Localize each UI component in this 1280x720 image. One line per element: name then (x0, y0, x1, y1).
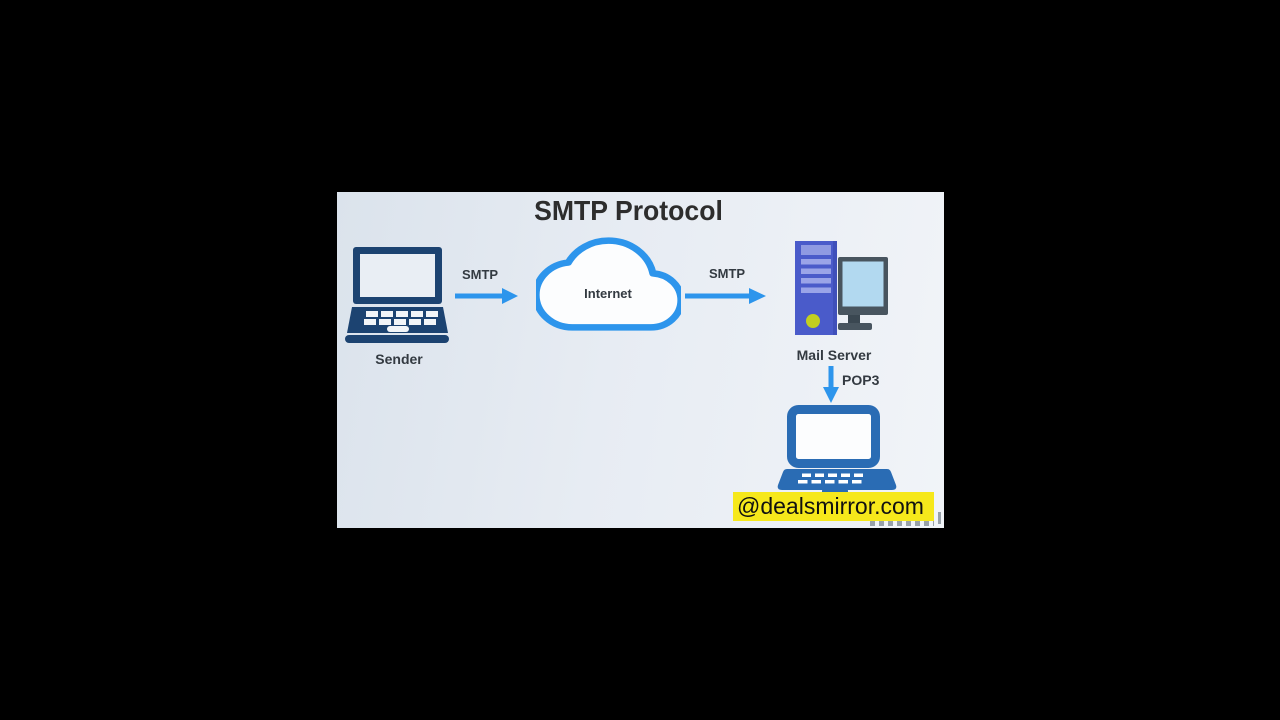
smtp-edge-label-1: SMTP (461, 267, 499, 282)
sender-label: Sender (375, 351, 423, 367)
mail-server-icon (795, 241, 888, 335)
clipped-watermark (938, 512, 941, 524)
page-title: SMTP Protocol (534, 195, 723, 226)
clipped-watermark (870, 519, 934, 526)
arrow-right-icon (455, 288, 518, 304)
receiver-laptop-icon (777, 405, 897, 498)
internet-cloud-icon (536, 237, 681, 331)
arrow-right-icon (685, 288, 766, 304)
smtp-edge-label-2: SMTP (708, 266, 746, 281)
slide-panel: SMTP Protocol Sender SMTP (337, 192, 944, 528)
internet-label: Internet (584, 286, 632, 301)
channel-handle-banner: @dealsmirror.com (733, 492, 934, 521)
mail-server-label: Mail Server (796, 347, 872, 363)
arrow-down-icon (823, 366, 839, 403)
sender-laptop-icon (345, 247, 449, 343)
pop3-edge-label: POP3 (842, 372, 880, 388)
